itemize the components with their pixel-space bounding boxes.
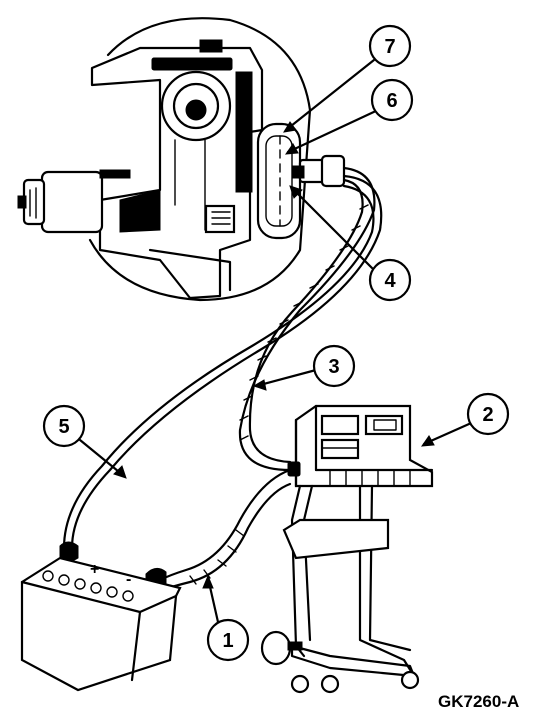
callout-6: 6 xyxy=(370,78,414,122)
callout-7-label: 7 xyxy=(384,36,395,58)
callout-5-label: 5 xyxy=(58,416,69,438)
jumper-harness xyxy=(59,166,383,592)
callout-2: 2 xyxy=(466,392,510,436)
tester-cart xyxy=(260,404,434,694)
callout-7: 7 xyxy=(368,24,412,68)
callout-4: 4 xyxy=(368,258,412,302)
callout-1: 1 xyxy=(206,618,250,662)
callout-1-label: 1 xyxy=(222,630,233,652)
battery-plus-label: + xyxy=(90,561,99,578)
callout-4-label: 4 xyxy=(384,270,396,292)
callout-2-label: 2 xyxy=(482,404,493,426)
callout-3-label: 3 xyxy=(328,356,339,378)
battery-minus-label: - xyxy=(126,571,131,588)
figure-id: GK7260-A xyxy=(438,692,520,711)
battery: + - xyxy=(20,556,182,692)
callout-leaders xyxy=(78,58,480,624)
transmission-assembly xyxy=(17,17,346,302)
callout-6-label: 6 xyxy=(386,90,397,112)
callout-3: 3 xyxy=(312,344,356,388)
callout-5: 5 xyxy=(42,404,86,448)
